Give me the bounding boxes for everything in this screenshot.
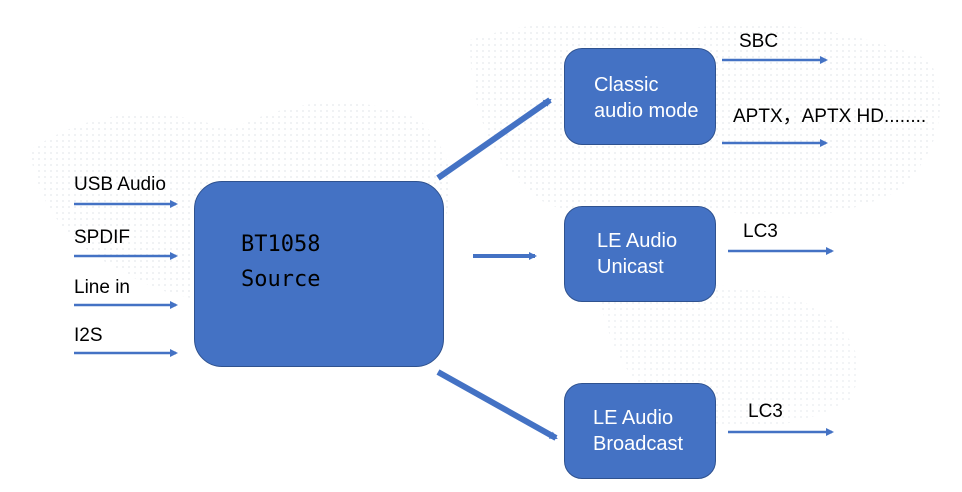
arrow-to-broadcast — [436, 369, 558, 441]
input-label-spdif: SPDIF — [74, 227, 130, 248]
output-label-aptx: APTX，APTX HD........ — [733, 106, 927, 127]
unicast-box-label-line1: LE Audio — [597, 230, 678, 252]
le-audio-broadcast-box: LE Audio Broadcast — [564, 383, 716, 479]
output-label-sbc: SBC — [739, 31, 779, 52]
arrow-to-classic — [436, 97, 552, 181]
unicast-box-label-line2: Unicast — [597, 256, 664, 278]
output-label-broadcast-lc3: LC3 — [748, 401, 783, 422]
output-label-unicast-lc3: LC3 — [743, 221, 778, 242]
broadcast-box-label-line2: Broadcast — [593, 433, 684, 455]
input-label-line-in: Line in — [74, 277, 130, 298]
input-label-i2s: I2S — [74, 325, 103, 346]
le-audio-unicast-box: LE Audio Unicast — [564, 206, 716, 302]
source-box: BT1058 Source — [194, 181, 444, 367]
source-box-label-line2: Source — [241, 267, 321, 292]
source-box-label-line1: BT1058 — [241, 232, 321, 257]
classic-audio-mode-box: Classic audio mode — [564, 48, 716, 145]
classic-box-label-line1: Classic — [594, 74, 659, 96]
input-label-usb-audio: USB Audio — [74, 174, 166, 195]
classic-box-label-line2: audio mode — [594, 100, 699, 122]
broadcast-box-label-line1: LE Audio — [593, 407, 674, 429]
